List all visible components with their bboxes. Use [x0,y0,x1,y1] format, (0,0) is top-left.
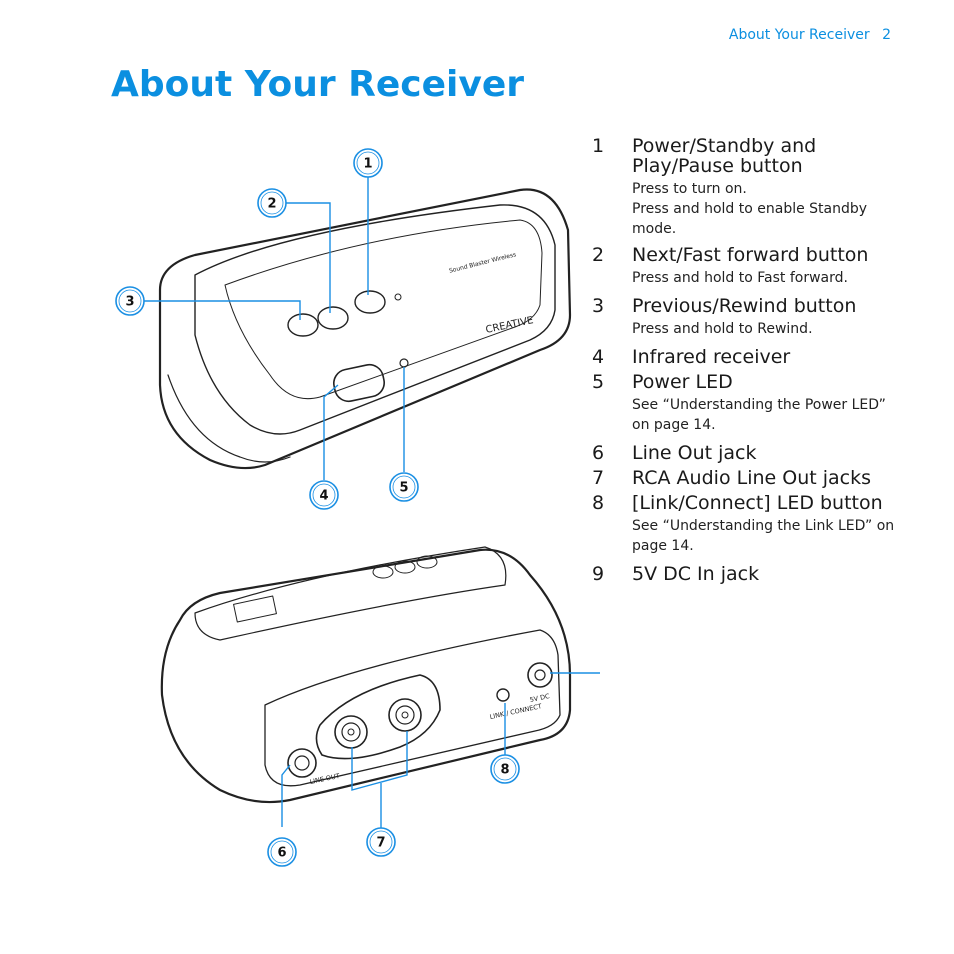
legend-desc: Press and hold to Rewind. [632,321,813,337]
legend-title: Next/Fast forward button [632,244,869,266]
legend-desc: Press and hold to Fast forward. [632,270,848,286]
bottom-device-top-face [194,546,507,641]
bottom-device-body [160,548,572,804]
running-header: About Your Receiver 2 [729,27,891,43]
callout-7: 7 [376,836,385,851]
legend-title: RCA Audio Line Out jacks [632,467,871,489]
legend-number: 5 [592,371,605,393]
rca-jack-left [334,715,368,749]
legend-item-8: 8 [Link/Connect] LED button See “Underst… [592,493,902,556]
top-device-body [158,188,572,470]
leader-6 [281,764,291,827]
legend-number: 4 [592,346,605,368]
callout-8: 8 [500,763,509,778]
line-out-lettering: LINE OUT [309,772,340,786]
callout-6: 6 [277,846,286,861]
callout-8-circle [490,754,520,784]
callout-4: 4 [319,489,328,504]
legend-number: 8 [592,492,605,514]
legend-desc: See “Understanding the Link LED” on page… [632,518,895,554]
leader-4 [323,384,339,480]
callout-3: 3 [125,295,134,310]
legend-title: Power LED [632,371,733,393]
legend-title: Previous/Rewind button [632,295,857,317]
play-button-shape [354,290,386,314]
legend-desc: Press and hold to enable Standby mode. [632,201,868,237]
receiver-illustration: CREATIVE Sound Blaster Wireless LINE OUT… [100,135,600,895]
page-title: About Your Receiver [111,64,525,105]
legend-item-5: 5 Power LED See “Understanding the Power… [592,372,902,435]
legend-title: [Link/Connect] LED button [632,492,883,514]
legend-item-1: 1 Power/Standby and Play/Pause button Pr… [592,136,902,239]
bottom-device-back-panel [264,629,561,787]
legend-number: 9 [592,563,605,585]
legend-title: 5V DC In jack [632,563,760,585]
legend-number: 1 [592,135,605,157]
legend-item-3: 3 Previous/Rewind button Press and hold … [592,296,902,339]
back-logo-box [233,595,277,623]
legend-title: Line Out jack [632,442,757,464]
power-indicator-small [394,293,402,301]
legend-number: 7 [592,467,605,489]
legend-desc: Press to turn on. [632,181,747,197]
prev-button-shape [287,313,319,337]
component-legend: 1 Power/Standby and Play/Pause button Pr… [592,136,902,584]
legend-title: Infrared receiver [632,346,791,368]
legend-number: 6 [592,442,605,464]
leader-7 [351,731,408,791]
callout-2-circle [257,188,287,218]
rca-housing [315,674,441,760]
callout-6-circle [267,837,297,867]
top-device-inner-panel [224,219,543,400]
top-device-panel [194,204,556,435]
legend-title: Power/Standby and Play/Pause button [632,135,817,177]
next-button-shape [317,306,349,330]
page-number: 2 [882,27,891,43]
leader-2 [286,202,331,313]
link-led-shape [496,688,510,702]
legend-item-9: 9 5V DC In jack [592,564,902,584]
line-out-jack-shape [287,748,317,778]
callout-3-circle [115,286,145,316]
running-header-section: About Your Receiver [728,27,870,43]
callout-5-circle [389,472,419,502]
callout-5: 5 [399,481,408,496]
legend-item-4: 4 Infrared receiver [592,347,902,367]
link-connect-lettering: LINK / CONNECT [489,702,543,721]
dc-jack-shape [527,662,553,688]
power-led-shape [399,358,409,368]
callout-4-circle [309,480,339,510]
legend-item-6: 6 Line Out jack [592,443,902,463]
legend-item-7: 7 RCA Audio Line Out jacks [592,468,902,488]
top-device-base [167,374,291,463]
logo-lettering: Sound Blaster Wireless [448,251,517,274]
rca-jack-right [388,698,422,732]
callout-7-circle [366,827,396,857]
leader-3 [144,300,301,320]
callout-2: 2 [267,197,276,212]
receiver-drawing: CREATIVE Sound Blaster Wireless LINE OUT… [115,148,600,867]
brand-lettering: CREATIVE [485,315,535,336]
callout-1-circle [353,148,383,178]
legend-item-2: 2 Next/Fast forward button Press and hol… [592,245,902,288]
legend-number: 2 [592,244,605,266]
callout-1: 1 [363,157,372,172]
legend-desc: See “Understanding the Power LED” on pag… [632,397,886,433]
legend-number: 3 [592,295,605,317]
